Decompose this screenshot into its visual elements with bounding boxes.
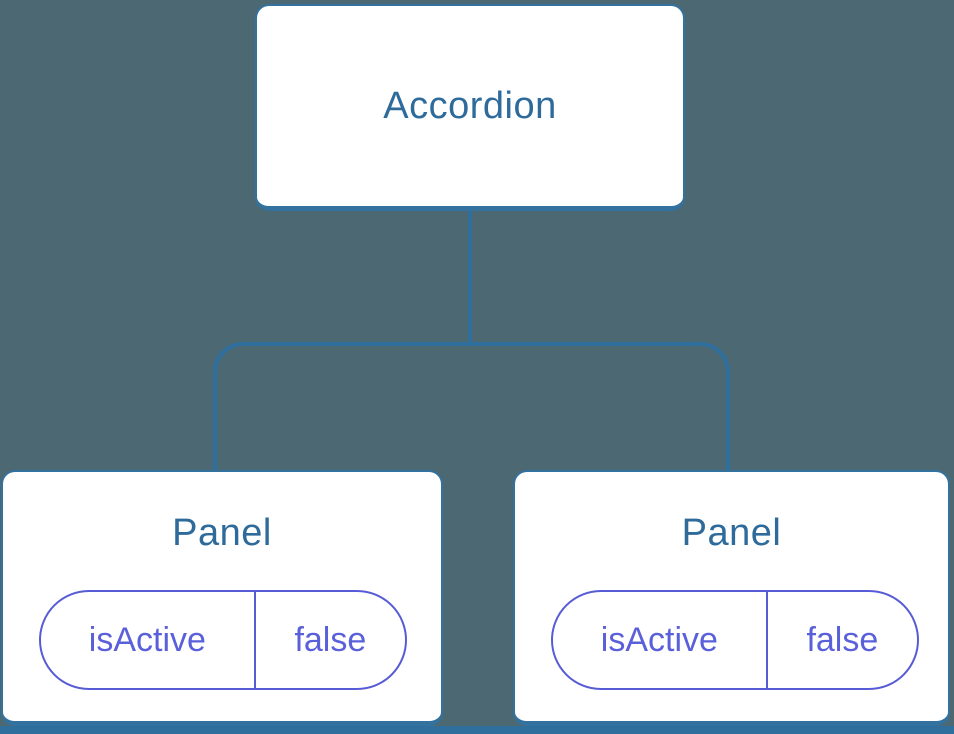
- connector-trunk-line: [468, 211, 472, 346]
- state-value: false: [294, 620, 367, 659]
- state-pill: isActive false: [39, 590, 407, 690]
- bottom-edge-strip: [0, 726, 954, 734]
- state-name: isActive: [41, 592, 256, 688]
- state-name: isActive: [553, 592, 768, 688]
- panel-node-label: Panel: [681, 512, 782, 554]
- panel-node-right: Panel isActive false: [513, 470, 950, 726]
- panel-node-label: Panel: [172, 512, 272, 554]
- root-node-label: Accordion: [383, 84, 557, 127]
- state-value: false: [806, 620, 879, 659]
- root-node: Accordion: [255, 4, 685, 211]
- panel-node-left: Panel isActive false: [1, 470, 443, 726]
- state-pill: isActive false: [551, 590, 919, 690]
- connector-branch-line: [213, 342, 730, 470]
